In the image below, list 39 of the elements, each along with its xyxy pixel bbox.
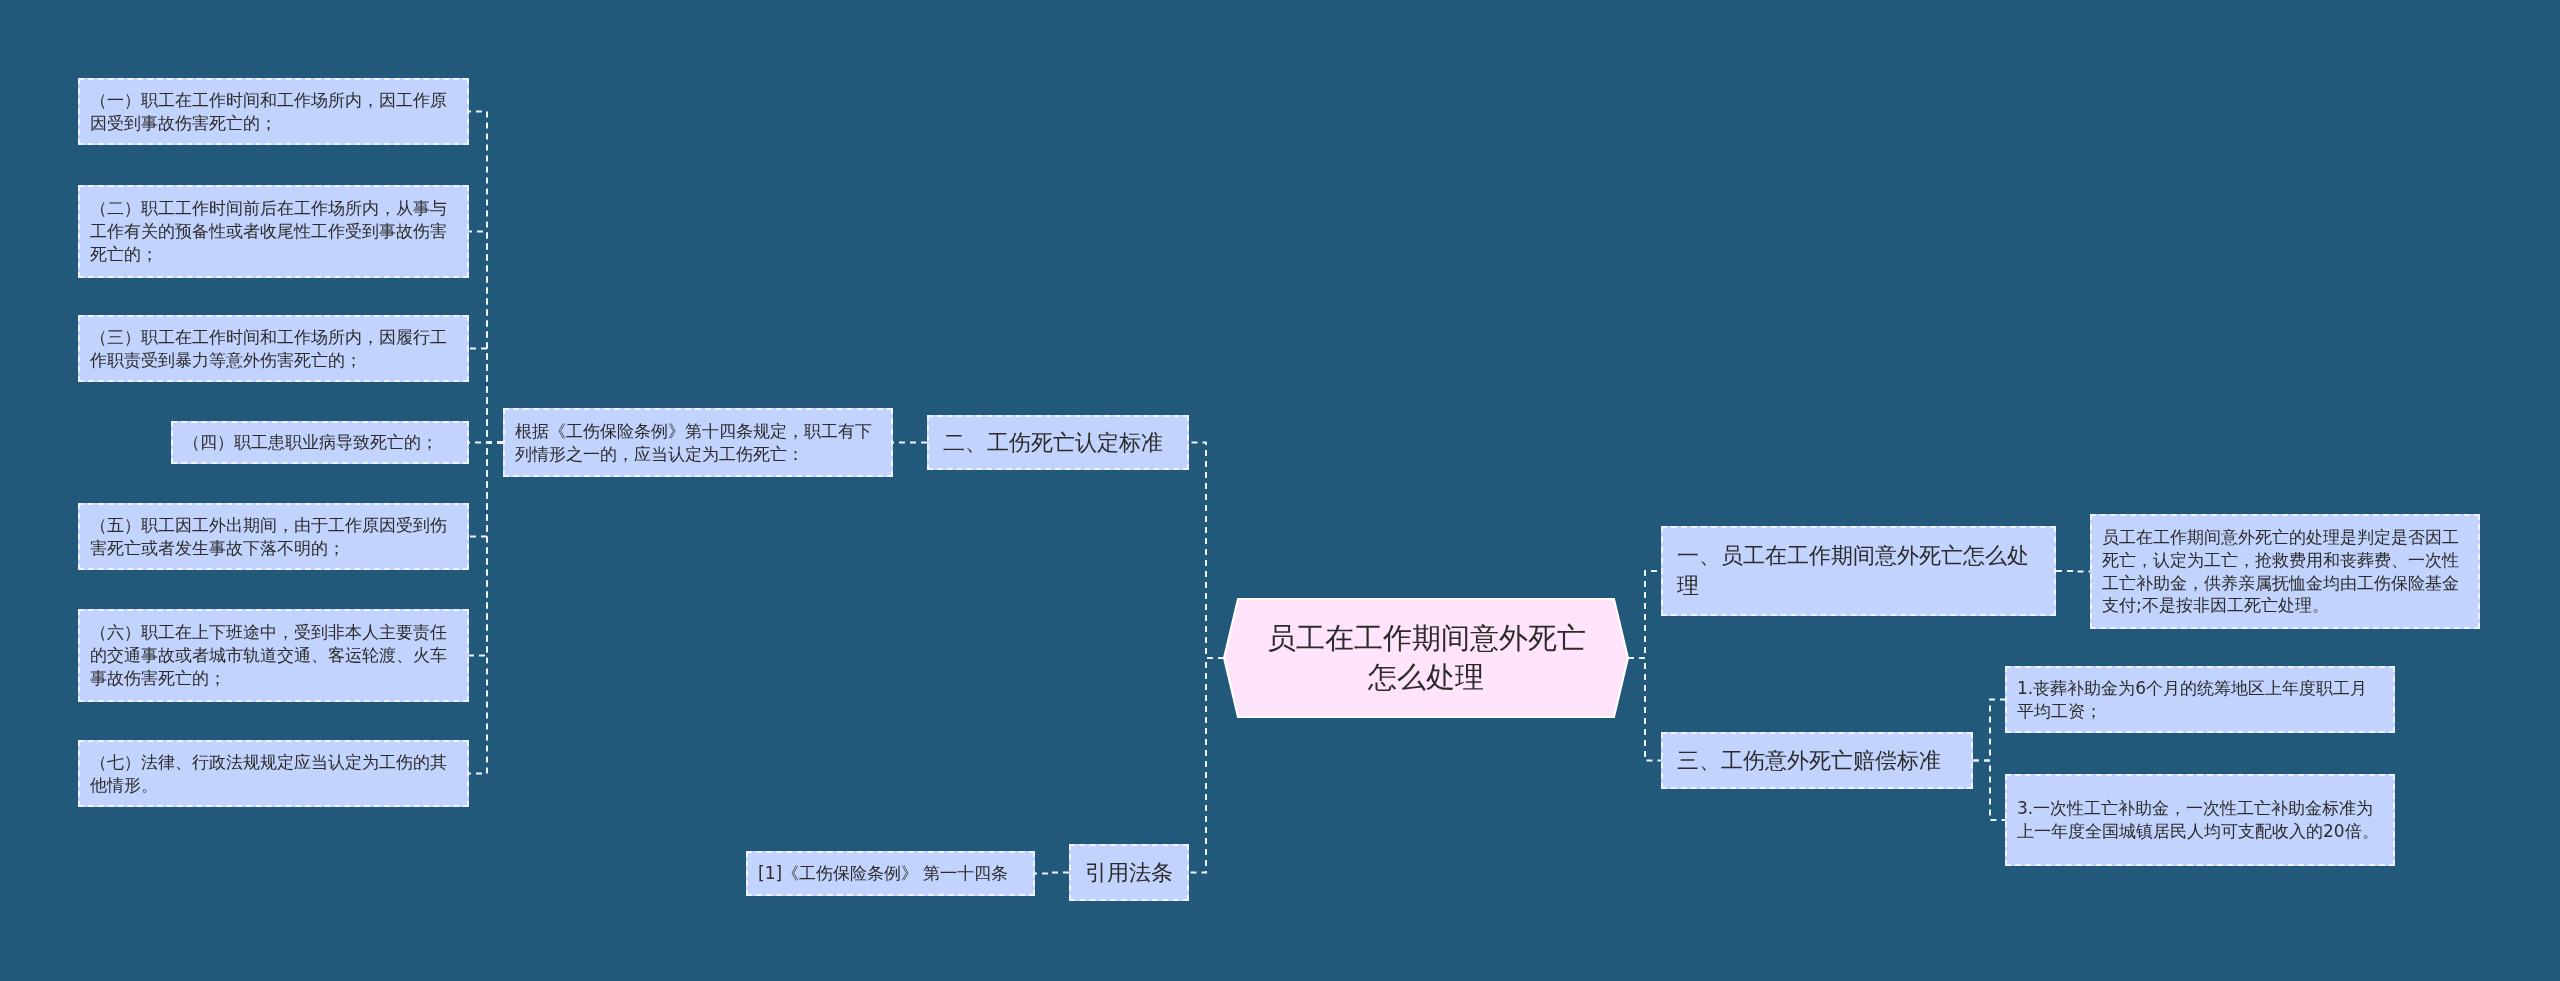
node-text: 根据《工伤保险条例》第十四条规定，职工有下列情形之一的，应当认定为工伤死亡： [515,419,873,466]
node-text: （四）职工患职业病导致死亡的； [183,431,438,454]
detail-box [2005,774,2395,866]
connector-line [1972,759,2006,821]
node-text: （七）法律、行政法规规定应当认定为工伤的其他情形。 [90,750,448,797]
connector-line [1188,657,1225,874]
node-text: 1.丧葬补助金为6个月的统筹地区上年度职工月平均工资； [2017,676,2369,723]
node-text: 员工在工作期间意外死亡怎么处理 [1265,619,1587,696]
connector-line [1034,871,1070,875]
detail-box [78,78,469,145]
detail-box [78,609,469,702]
detail-box [2005,666,2395,733]
node-text: [1]《工伤保险条例》 第一十四条 [758,862,1009,885]
detail-box [78,315,469,382]
node-text: 引用法条 [1085,858,1173,887]
node-text: （六）职工在上下班途中，受到非本人主要责任的交通事故或者城市轨道交通、客运轮渡、火车事故伤害死亡的； [90,621,448,690]
node-text: （三）职工在工作时间和工作场所内，因履行工作职责受到暴力等意外伤害死亡的； [90,325,448,372]
topic-box [927,415,1189,470]
topic-box [1661,732,1973,789]
detail-box [503,408,893,477]
detail-box [78,740,469,807]
node-text: （二）职工工作时间前后在工作场所内，从事与工作有关的预备性或者收尾性工作受到事故伤害死亡的； [90,197,448,266]
node-text: （一）职工在工作时间和工作场所内，因工作原因受到事故伤害死亡的； [90,88,448,135]
topic-box [1069,844,1189,901]
node-text: 3.一次性工亡补助金，一次性工亡补助金标准为上一年度全国城镇居民人均可支配收入的20倍。 [2017,797,2380,843]
detail-box [171,421,469,464]
node-text: 员工在工作期间意外死亡的处理是判定是否因工死亡，认定为工亡，抢救费用和丧葬费、一次性工亡补助金，供养亲属抚恤金均由工伤保险基金支付;不是按非因工死亡处理。 [2102,525,2460,618]
node-text: （五）职工因工外出期间，由于工作原因受到伤害死亡或者发生事故下落不明的； [90,513,448,560]
node-text: 三、工伤意外死亡赔偿标准 [1677,746,1941,775]
node-text: 二、工伤死亡认定标准 [943,428,1163,457]
connector-line [2055,570,2091,573]
detail-box [78,185,469,278]
central-topic-hexagon [1224,599,1628,717]
detail-box [2090,514,2480,629]
connector-line [1627,657,1662,762]
detail-box [746,851,1035,896]
topic-box [1661,526,2056,616]
node-text: 一、员工在工作期间意外死亡怎么处理 [1677,542,2030,600]
detail-box [78,503,469,570]
